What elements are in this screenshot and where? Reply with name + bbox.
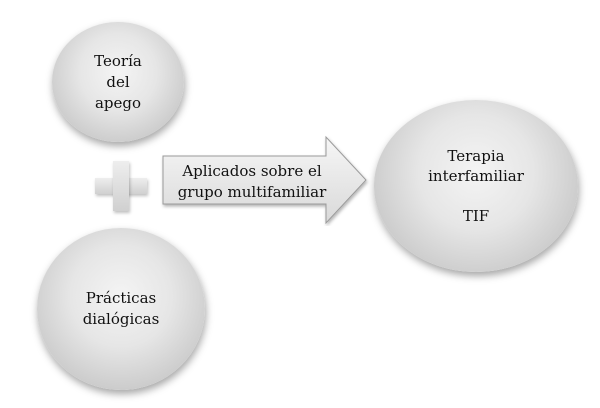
plus-icon (95, 161, 147, 211)
node-label-practicas-dialogicas: Prácticas dialógicas (82, 289, 160, 328)
arrow-right-icon (162, 135, 367, 225)
arrow-connector: Aplicados sobre el grupo multifamiliar (160, 134, 372, 226)
node-label-terapia-interfamiliar: Terapia interfamiliar TIF (428, 147, 524, 225)
node-label-teoria-del-apego: Teoría del apego (94, 51, 142, 112)
node-teoria-del-apego: Teoría del apego (52, 22, 184, 142)
node-terapia-interfamiliar: Terapia interfamiliar TIF (374, 100, 578, 272)
arrow-label: Aplicados sobre el grupo multifamiliar (177, 162, 327, 201)
node-practicas-dialogicas: Prácticas dialógicas (37, 228, 205, 390)
